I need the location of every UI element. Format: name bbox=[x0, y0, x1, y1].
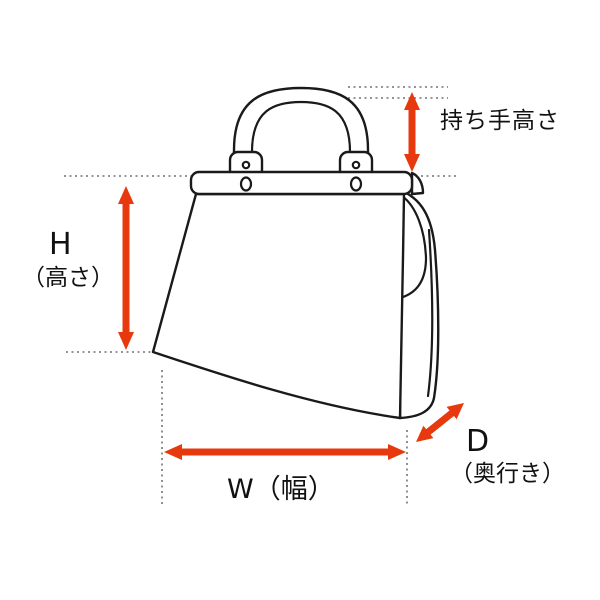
height-symbol-label: H bbox=[49, 227, 72, 262]
width-label: W（幅） bbox=[227, 474, 335, 505]
dimension-arrows bbox=[118, 92, 464, 460]
guide-lines bbox=[64, 86, 458, 507]
handle-height-label: 持ち手高さ bbox=[440, 108, 560, 134]
handle-height-arrow bbox=[404, 92, 420, 172]
depth-arrow bbox=[416, 403, 464, 442]
flap-side-edge bbox=[400, 194, 428, 299]
arrow-head-up bbox=[404, 92, 420, 110]
width-arrow bbox=[164, 444, 406, 460]
frame-ring-left bbox=[239, 176, 253, 192]
height-name-label: （高さ） bbox=[22, 265, 114, 291]
bag-handle-inner-edge bbox=[250, 100, 352, 182]
bag-front-panel bbox=[151, 192, 406, 420]
arrow-head-lower-left bbox=[416, 425, 434, 442]
arrow-head-up bbox=[118, 186, 134, 204]
frame-ring-right bbox=[349, 176, 363, 192]
frame-side-depth bbox=[410, 171, 425, 196]
arrow-head-right bbox=[388, 444, 406, 460]
rivet-right bbox=[351, 160, 361, 170]
arrow-head-left bbox=[164, 444, 182, 460]
arrow-head-down bbox=[404, 154, 420, 172]
arrow-head-upper-right bbox=[446, 403, 464, 420]
arrow-head-down bbox=[118, 332, 134, 350]
height-arrow bbox=[118, 186, 134, 350]
gusset-fold-line bbox=[426, 228, 434, 398]
handbag-illustration bbox=[151, 86, 440, 420]
depth-symbol-label: D bbox=[466, 424, 490, 459]
depth-name-label: （奥行き） bbox=[450, 461, 565, 487]
bag-side-gusset bbox=[398, 188, 440, 420]
rivet-left bbox=[241, 160, 251, 170]
bag-top-frame bbox=[189, 170, 414, 196]
